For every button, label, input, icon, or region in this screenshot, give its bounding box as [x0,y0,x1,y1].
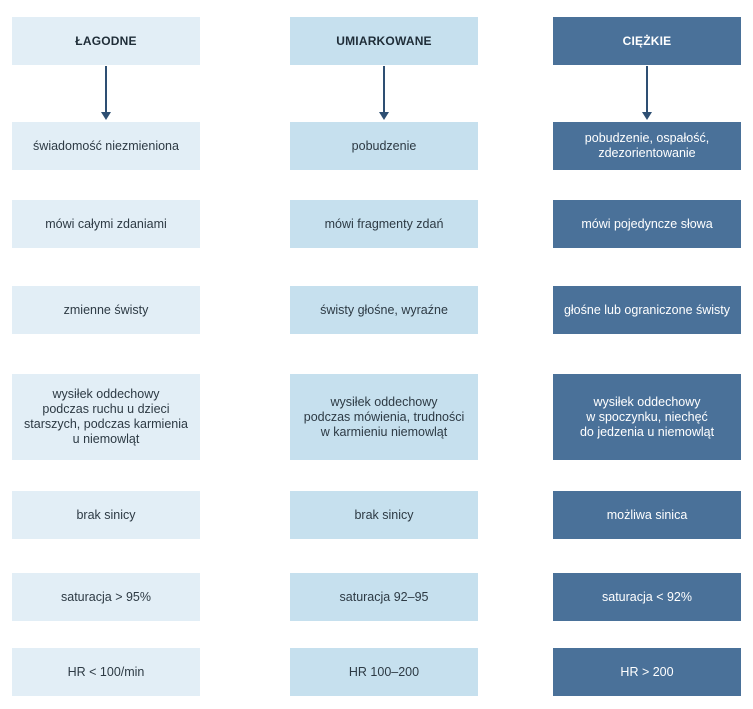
cell-consciousness: pobudzenie [290,122,478,170]
cell-wheeze: zmienne świsty [12,286,200,334]
cell-consciousness: świadomość niezmieniona [12,122,200,170]
cell-speech: mówi pojedyncze słowa [553,200,741,248]
column-severe: CIĘŻKIE pobudzenie, ospałość,zdezoriento… [553,0,741,709]
cell-wheeze: głośne lub ograniczone świsty [553,286,741,334]
cell-cyanosis: możliwa sinica [553,491,741,539]
cell-cyanosis: brak sinicy [290,491,478,539]
arrow-down-icon [379,66,389,122]
cell-saturation: saturacja > 95% [12,573,200,621]
cell-wheeze: świsty głośne, wyraźne [290,286,478,334]
arrow-down-icon [101,66,111,122]
cell-speech: mówi całymi zdaniami [12,200,200,248]
cell-heart-rate: HR > 200 [553,648,741,696]
arrow-down-icon [642,66,652,122]
column-moderate: UMIARKOWANE pobudzenie mówi fragmenty zd… [290,0,478,709]
cell-saturation: saturacja < 92% [553,573,741,621]
cell-heart-rate: HR 100–200 [290,648,478,696]
cell-consciousness: pobudzenie, ospałość,zdezorientowanie [553,122,741,170]
header-severe: CIĘŻKIE [553,17,741,65]
column-mild: ŁAGODNE świadomość niezmieniona mówi cał… [12,0,200,709]
header-moderate: UMIARKOWANE [290,17,478,65]
cell-speech: mówi fragmenty zdań [290,200,478,248]
cell-saturation: saturacja 92–95 [290,573,478,621]
cell-cyanosis: brak sinicy [12,491,200,539]
cell-heart-rate: HR < 100/min [12,648,200,696]
header-mild: ŁAGODNE [12,17,200,65]
